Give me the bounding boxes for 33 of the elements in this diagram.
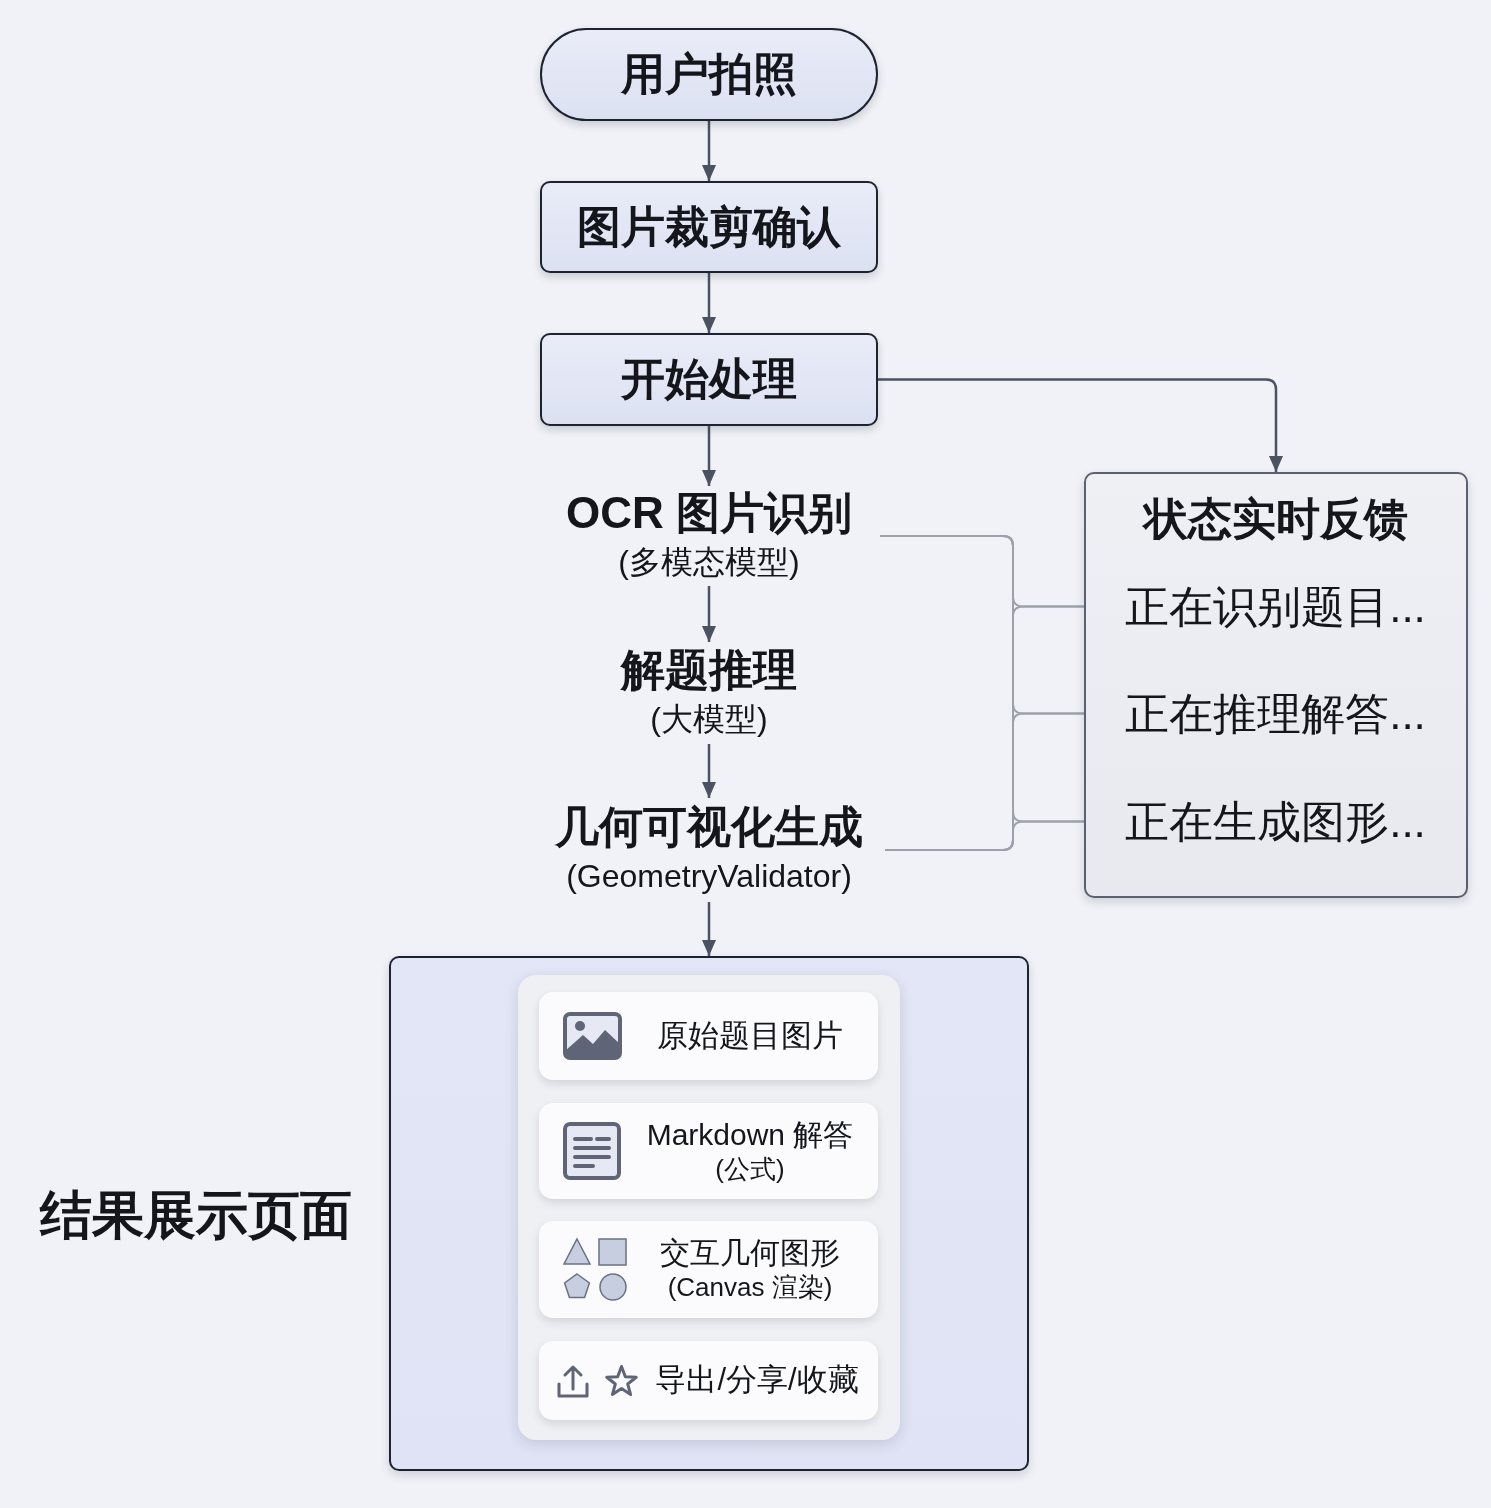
card-title: 交互几何图形 xyxy=(660,1235,840,1271)
step-title: 几何可视化生成 xyxy=(555,801,863,853)
arrow xyxy=(702,121,716,181)
card-title: Markdown 解答 xyxy=(646,1116,854,1153)
step-subtitle: (GeometryValidator) xyxy=(566,857,852,896)
arrow xyxy=(702,586,716,642)
step-title: OCR 图片识别 xyxy=(566,487,852,539)
step-subtitle: (大模型) xyxy=(650,700,768,739)
step-subtitle: (多模态模型) xyxy=(618,543,800,582)
arrow xyxy=(702,273,716,333)
section-title: 结果展示页面 xyxy=(39,1184,352,1246)
step-title: 解题推理 xyxy=(621,644,797,696)
status-text: 正在推理解答... xyxy=(1125,687,1426,740)
card-subtitle: (Canvas 渲染) xyxy=(667,1271,833,1303)
card-title: 导出/分享/收藏 xyxy=(655,1362,859,1398)
panel-heading: 状态实时反馈 xyxy=(1144,493,1408,545)
arrow xyxy=(702,744,716,798)
status-text: 正在生成图形... xyxy=(1125,795,1426,848)
card xyxy=(538,1340,878,1420)
arrow xyxy=(702,426,716,486)
card-panel xyxy=(517,974,900,1440)
card xyxy=(538,991,878,1080)
status-text: 正在识别题目... xyxy=(1125,580,1426,633)
card xyxy=(538,1102,878,1199)
card xyxy=(538,1220,878,1318)
start-terminal: 用户拍照 xyxy=(540,28,878,121)
status-panel xyxy=(1084,472,1468,898)
card-title: 原始题目图片 xyxy=(657,1017,843,1054)
arrow xyxy=(878,378,1283,472)
arrow xyxy=(702,902,716,956)
card-subtitle: (公式) xyxy=(715,1152,785,1185)
process-box: 开始处理 xyxy=(540,333,878,426)
process-box: 图片裁剪确认 xyxy=(540,181,878,273)
